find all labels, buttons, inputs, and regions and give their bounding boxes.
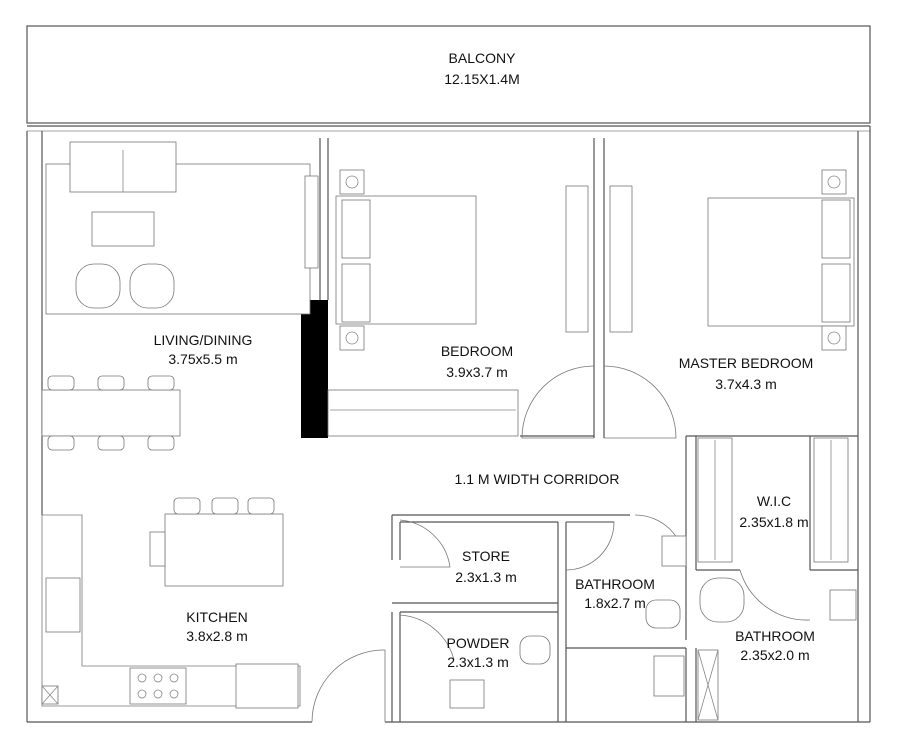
bedroom-size: 3.9x3.7 m: [446, 364, 507, 380]
powder-size: 2.3x1.3 m: [447, 654, 508, 670]
kitchen-island: [149, 497, 284, 587]
bathroom1-size: 1.8x2.7 m: [584, 595, 645, 611]
store-size: 2.3x1.3 m: [455, 569, 516, 585]
kitchen-size: 3.8x2.8 m: [186, 628, 247, 644]
wic-name: W.I.C: [757, 493, 791, 509]
powder-name: POWDER: [447, 635, 510, 651]
wic-size: 2.35x1.8 m: [739, 514, 808, 530]
wic-racks: [697, 437, 849, 563]
doors: [311, 365, 811, 723]
bedroom-name: BEDROOM: [441, 343, 513, 359]
corridor-label: 1.1 M WIDTH CORRIDOR: [455, 471, 620, 487]
dining-table: [41, 375, 181, 451]
balcony-outline: [26, 25, 871, 124]
bedroom-bed: [304, 169, 477, 351]
structural-column: [301, 300, 328, 438]
master-wardrobe: [565, 185, 633, 333]
outer-walls: [26, 126, 871, 723]
living-name: LIVING/DINING: [154, 332, 253, 348]
kitchen-name: KITCHEN: [186, 609, 247, 625]
bathroom1-name: BATHROOM: [575, 576, 655, 592]
master-bed: [707, 169, 855, 351]
balcony-size: 12.15X1.4M: [444, 71, 520, 87]
bathroom2-name: BATHROOM: [735, 628, 815, 644]
master-bedroom-size: 3.7x4.3 m: [715, 376, 776, 392]
master-bedroom-name: MASTER BEDROOM: [679, 355, 814, 371]
bedroom-wardrobe: [327, 389, 519, 437]
store-name: STORE: [462, 548, 510, 564]
living-size: 3.75x5.5 m: [168, 351, 237, 367]
kitchen-counter: [41, 514, 301, 709]
sofa-set: [45, 141, 311, 315]
balcony-name: BALCONY: [449, 50, 517, 66]
interior-walls: [319, 138, 858, 722]
bathroom2-size: 2.35x2.0 m: [740, 647, 809, 663]
bathroom-fixtures: [449, 535, 857, 721]
